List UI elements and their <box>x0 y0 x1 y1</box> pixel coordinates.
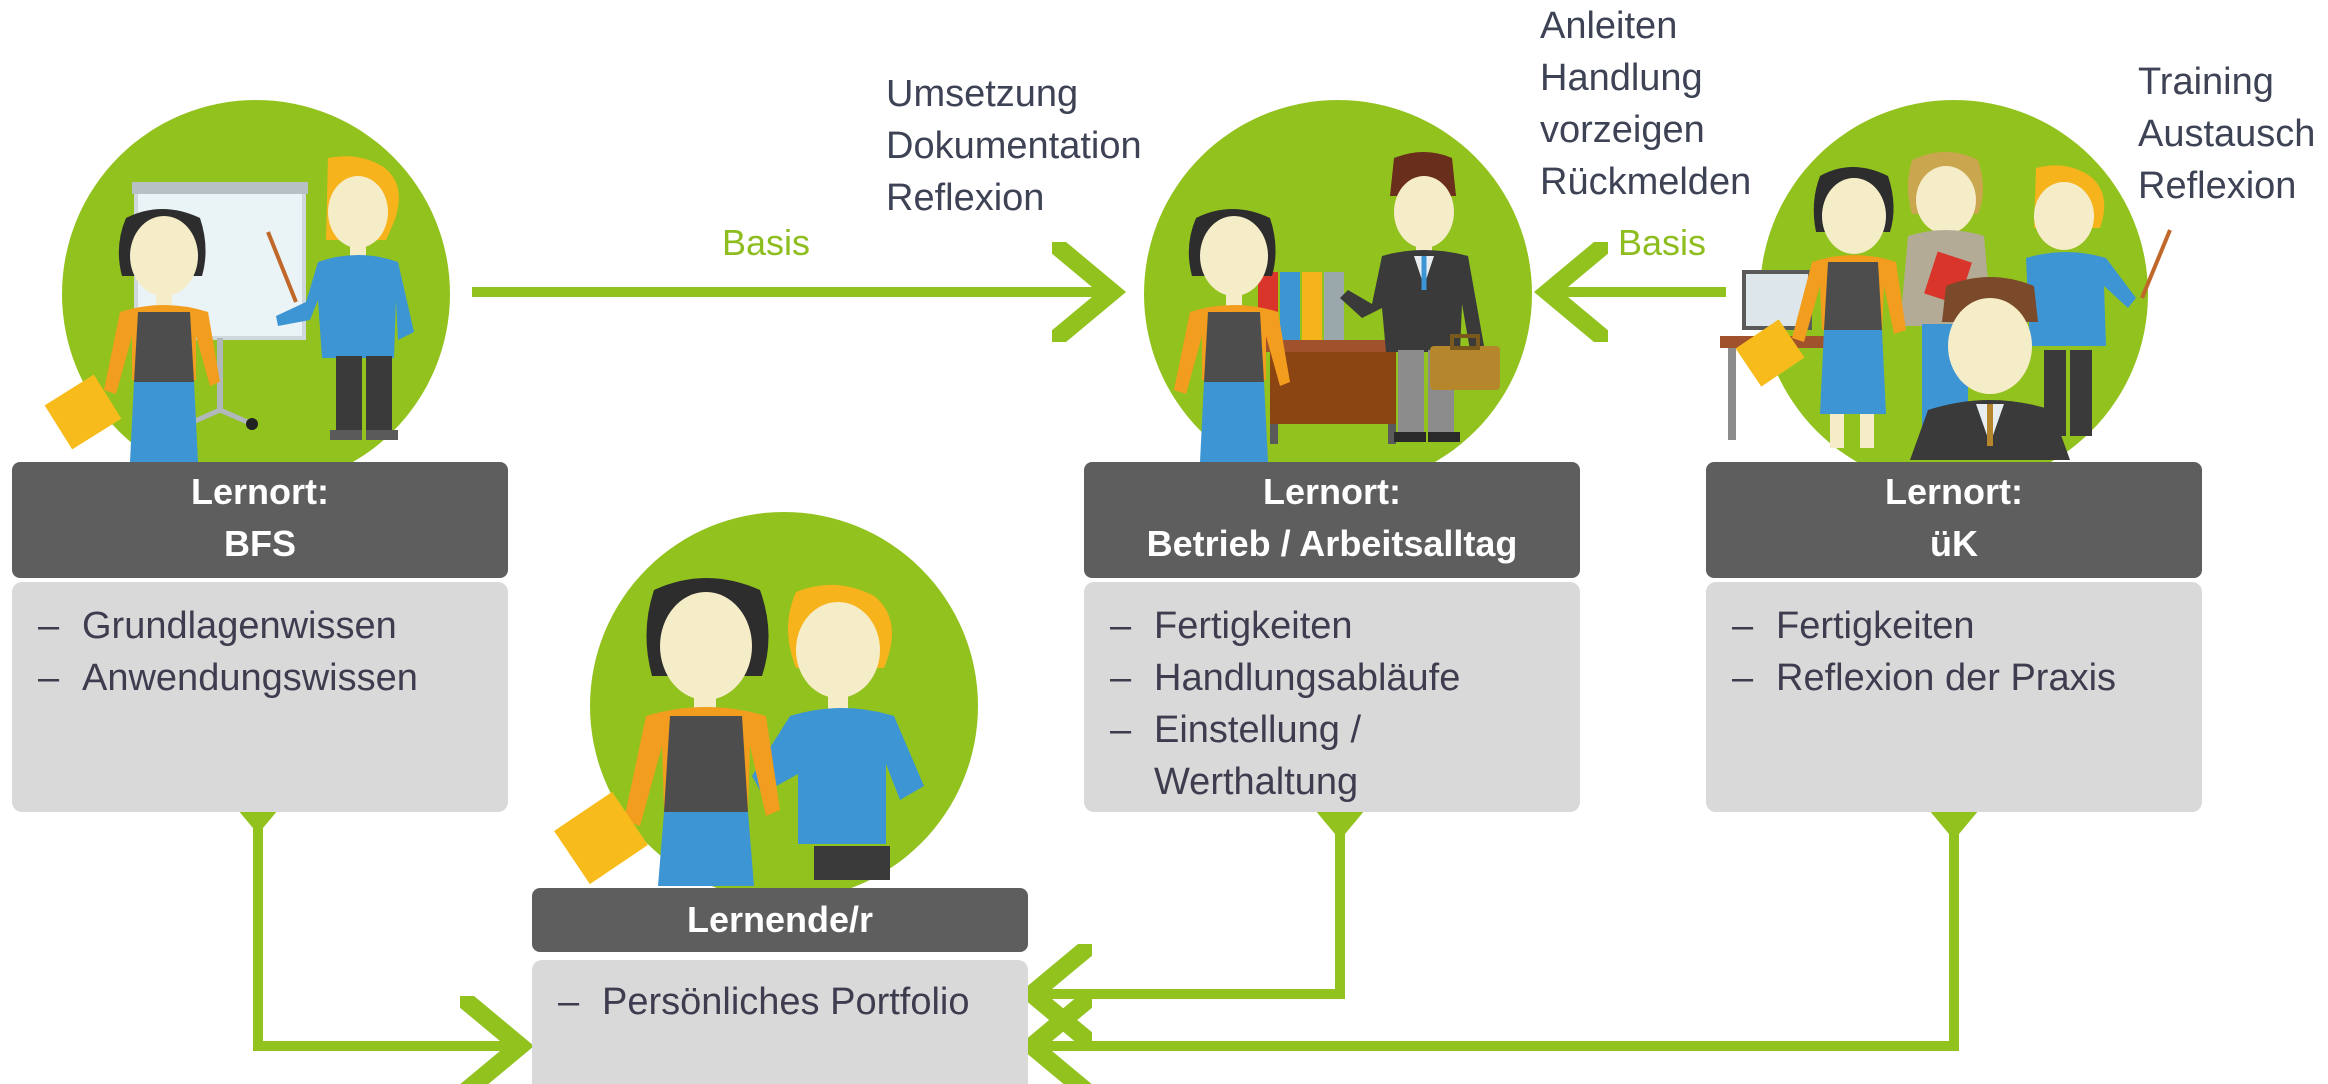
list-item: Grundlagenwissen <box>38 600 508 652</box>
list-item: Fertigkeiten <box>1110 600 1580 652</box>
arrow-betrieb-lernende <box>1032 826 1340 994</box>
note-line: Anleiten <box>1540 5 1678 47</box>
node-bfs-header: Lernort: BFS <box>12 462 508 578</box>
arrow-uek-lernende <box>1032 826 1954 1046</box>
note-line: Reflexion <box>2138 165 2297 207</box>
note-line: vorzeigen <box>1540 109 1705 151</box>
node-bfs-body: Grundlagenwissen Anwendungswissen <box>12 582 508 812</box>
node-uek-body: Fertigkeiten Reflexion der Praxis <box>1706 582 2202 812</box>
lernende-illustration-icon <box>554 512 978 900</box>
uek-illustration-icon <box>1720 100 2172 488</box>
node-title-line: Betrieb / Arbeitsalltag <box>1146 523 1518 564</box>
note-line: Umsetzung <box>886 73 1079 115</box>
list-item: Reflexion der Praxis <box>1732 652 2202 704</box>
bfs-item-list: Grundlagenwissen Anwendungswissen <box>12 582 508 704</box>
node-title-line: üK <box>1930 523 1978 564</box>
connector-arrows <box>258 292 1954 1046</box>
node-title-line: Lernort: <box>1885 471 2023 512</box>
basis-label-left: Basis <box>722 222 811 263</box>
node-uek-header: Lernort: üK <box>1706 462 2202 578</box>
betrieb-item-list: Fertigkeiten Handlungsabläufe Einstellun… <box>1084 582 1580 808</box>
note-uek: Training Austausch Reflexion <box>2138 56 2315 212</box>
arrow-bfs-lernende <box>258 820 520 1046</box>
list-item: Persönliches Portfolio <box>558 976 1028 1028</box>
uek-item-list: Fertigkeiten Reflexion der Praxis <box>1706 582 2202 704</box>
basis-label-right: Basis <box>1618 222 1707 263</box>
list-item-continuation: Werthaltung <box>1154 761 1359 803</box>
node-title-line: Lernort: <box>1263 471 1401 512</box>
note-line: Rückmelden <box>1540 161 1752 203</box>
betrieb-illustration-icon <box>1144 100 1532 488</box>
bfs-illustration-icon <box>44 100 450 488</box>
node-betrieb-body: Fertigkeiten Handlungsabläufe Einstellun… <box>1084 582 1580 812</box>
note-line: Training <box>2138 61 2274 103</box>
note-line: Austausch <box>2138 113 2316 155</box>
note-bfs-to-betrieb: Umsetzung Dokumentation Reflexion <box>886 68 1142 224</box>
node-title: Lernende/r <box>686 899 874 940</box>
list-item: Handlungsabläufe <box>1110 652 1580 704</box>
list-item: Anwendungswissen <box>38 652 508 704</box>
note-line: Handlung <box>1540 57 1703 99</box>
node-lernende-header: Lernende/r <box>532 888 1028 952</box>
lernende-item-list: Persönliches Portfolio <box>532 960 1028 1028</box>
note-betrieb-from-uek: Anleiten Handlung vorzeigen Rückmelden <box>1540 0 1751 208</box>
node-betrieb-header: Lernort: Betrieb / Arbeitsalltag <box>1084 462 1580 578</box>
node-lernende-body: Persönliches Portfolio <box>532 960 1028 1084</box>
list-item: Fertigkeiten <box>1732 600 2202 652</box>
node-title-line: Lernort: <box>191 471 329 512</box>
node-title-line: BFS <box>224 523 296 564</box>
note-line: Dokumentation <box>886 125 1142 167</box>
note-line: Reflexion <box>886 177 1045 219</box>
list-item: Einstellung / <box>1110 704 1580 756</box>
